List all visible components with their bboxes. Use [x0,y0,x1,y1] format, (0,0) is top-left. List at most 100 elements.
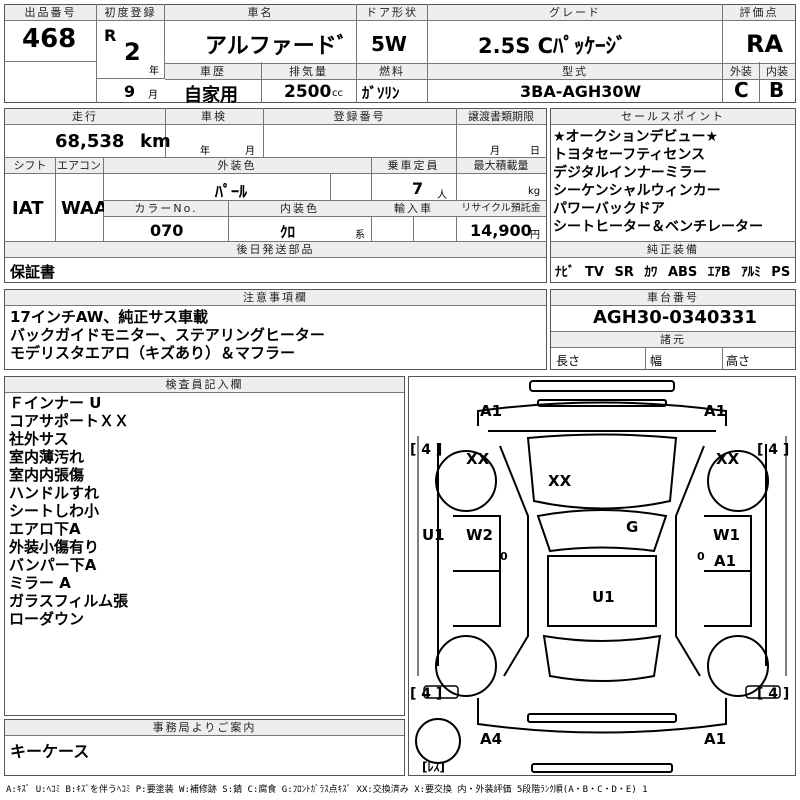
note-line: モデリスタエアロ（キズあり）＆マフラー [10,344,296,362]
inspector-line: ハンドルすれ [9,484,100,502]
ext-label: 外装 [723,63,759,80]
office-text: キーケース [10,742,90,761]
sales-item: シーケンシャルウィンカー [553,183,721,199]
inspector-line: 外装小傷有り [9,538,100,556]
inspector-line: 室内内張傷 [9,466,85,484]
tire-4-tl: [ 4 ] [410,442,442,458]
roof-shape [547,555,657,627]
damage-a1-rear: A1 [704,730,726,748]
reg-label: 初度登録 [97,5,164,21]
reg-year: 2 [124,38,141,66]
sales-list: ★オークションデビュー★ トヨタセーフティセンス デジタルインナーミラー シーケ… [553,128,763,236]
damage-u1-roof: U1 [592,588,615,606]
damage-xx-left: XX [466,450,490,468]
mileage-unit: km [140,131,171,152]
inspection-label: 車検 [165,109,263,125]
marker-zero: 0 [697,550,705,563]
equip-leather: ｶﾜ [644,265,658,280]
shift-label: シフト [5,158,55,174]
legend-text: A:ｷｽﾞ U:ﾍｺﾐ B:ｷｽﾞを伴うﾍｺﾐ P:要塗装 W:補修跡 S:錆 … [6,785,648,795]
displacement: 2500 [284,82,332,102]
wheel-rr [707,635,769,697]
damage-w1: W1 [713,526,740,544]
office-label: 事務局よりご案内 [5,720,404,736]
load-label: 最大積載量 [456,158,546,174]
sales-label: セールスポイント [551,109,795,125]
equip-abs: ABS [667,265,698,280]
note-line: 17インチAW、純正サス車載 [10,308,209,326]
wheel-fr [707,450,769,512]
equip-sr: SR [614,265,634,280]
equip-alloy: ｱﾙﾐ [741,265,761,280]
transfer-day-unit: 日 [530,146,540,157]
car-history: 自家用 [184,85,238,106]
inspector-line: ローダウン [9,610,85,628]
damage-a4: A4 [480,730,502,748]
inspector-box [4,376,405,716]
sales-item: ★オークションデビュー★ [553,129,719,145]
reg-era: R [104,26,117,45]
door-label: ドア形状 [357,5,427,21]
inspector-line: エアロ下A [9,520,81,538]
diagram-box [408,376,796,776]
history-label: 車歴 [165,63,261,80]
fuel-type: ｶﾞｿﾘﾝ [362,84,400,102]
color-number: 070 [150,221,184,240]
spare-wheel [415,718,461,764]
transfer-month-unit: 月 [490,146,500,157]
equip-tv: TV [585,265,604,280]
int-grade: B [769,78,785,102]
damage-w2: W2 [466,526,493,544]
chassis-number: AGH30-0340331 [593,307,757,328]
ac-type: WAA [61,198,108,219]
height-label: 高さ [726,354,751,368]
door-type: 5W [371,32,407,56]
dims-label: 諸元 [551,331,795,348]
lot-label: 出品番号 [5,5,96,21]
office-box [4,719,405,776]
color-label: 外装色 [103,158,371,174]
mileage: 68,538 [55,131,125,152]
insp-year-unit: 年 [200,146,210,157]
intcolor-unit: 系 [355,230,365,241]
equip-ps: PS [771,265,791,280]
details-box [4,108,547,283]
equipment-list: ﾅﾋﾞ TV SR ｶﾜ ABS ｴｱB ｱﾙﾐ PS PW [555,261,800,280]
inspector-line: コアサポートＸＸ [9,412,130,430]
wheel-rl [435,635,497,697]
marker-zero: 0 [500,550,508,563]
tire-4-bl: [ 4 ] [410,686,442,702]
width-label: 幅 [650,354,663,368]
inspector-line: バンパー下A [9,556,97,574]
interior-color: ｸﾛ [280,223,296,241]
capacity-unit: 人 [437,190,447,201]
equip-airbag: ｴｱB [707,265,731,280]
chassis-label: 車台番号 [551,290,795,306]
sales-box [550,108,796,283]
sales-item: デジタルインナーミラー [553,165,707,181]
spare-label: [ﾚｽ] [422,760,445,774]
transfer-label: 譲渡書類期限 [456,109,546,125]
tire-4-br: [ 4 ] [757,686,789,702]
car-name: アルファードﾞ [205,34,348,59]
damage-xx-right: XX [716,450,740,468]
notes-label: 注意事項欄 [5,290,546,306]
intcolor-label: 内装色 [228,201,371,217]
import-label: 輸入車 [371,201,456,217]
ac-label: エアコン [55,158,103,174]
notes-box [4,289,547,370]
wheel-fl [435,450,497,512]
sales-item: パワーバックドア [553,201,665,217]
later-parts: 保証書 [10,263,56,281]
inspector-line: ガラスフィルム張 [9,592,129,610]
model-code: 3BA-AGH30W [520,82,642,101]
damage-g: G [626,518,638,536]
exterior-color: ﾊﾟｰﾙ [215,182,248,201]
inspector-line: 室内薄汚れ [9,448,85,466]
recycle-fee: 14,900 [470,221,532,240]
int-label: 内装 [759,63,795,80]
model-label: 型式 [428,63,722,80]
reg-month: 9 [124,82,136,101]
sales-item: シートヒーター＆ベンチレーター [553,219,763,235]
disp-label: 排気量 [261,63,356,80]
